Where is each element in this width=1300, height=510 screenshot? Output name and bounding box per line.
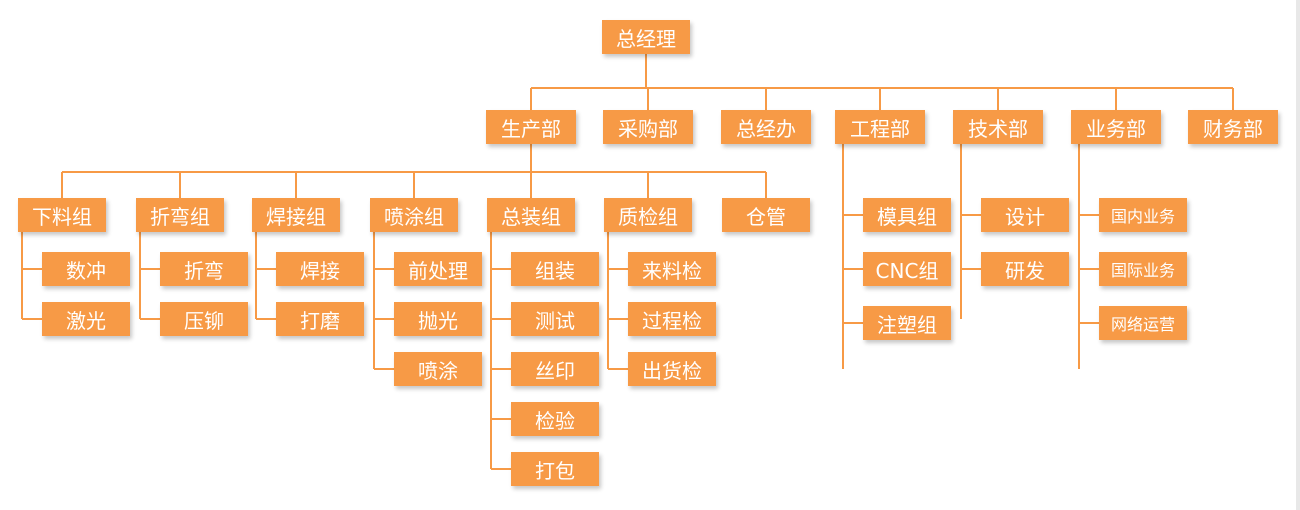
department-node: 总经办 xyxy=(721,110,811,144)
sub-item-node: 激光 xyxy=(42,302,130,336)
root-node-general-manager: 总经理 xyxy=(602,20,690,54)
sub-item-node: 网络运营 xyxy=(1099,306,1187,340)
sub-item-node: 压铆 xyxy=(160,302,248,336)
sub-item-node: 国内业务 xyxy=(1099,198,1187,232)
sub-item-node: 设计 xyxy=(981,198,1069,232)
production-group-node: 折弯组 xyxy=(136,198,224,232)
sub-item-node: 前处理 xyxy=(394,252,482,286)
sub-item-node: 组装 xyxy=(511,252,599,286)
production-group-node: 质检组 xyxy=(604,198,692,232)
department-node: 采购部 xyxy=(603,110,693,144)
production-group-node: 总装组 xyxy=(487,198,575,232)
production-group-node: 焊接组 xyxy=(252,198,340,232)
sub-item-node: 丝印 xyxy=(511,352,599,386)
sub-item-node: 注塑组 xyxy=(863,306,951,340)
department-node: 技术部 xyxy=(953,110,1043,144)
department-node: 生产部 xyxy=(486,110,576,144)
department-node: 财务部 xyxy=(1188,110,1278,144)
sub-item-node: 检验 xyxy=(511,402,599,436)
sub-item-node: 打包 xyxy=(511,452,599,486)
sub-item-node: 模具组 xyxy=(863,198,951,232)
sub-item-node: 数冲 xyxy=(42,252,130,286)
sub-item-node: 来料检 xyxy=(628,252,716,286)
department-node: 工程部 xyxy=(835,110,925,144)
sub-item-node: 抛光 xyxy=(394,302,482,336)
sub-item-node: 研发 xyxy=(981,252,1069,286)
sub-item-node: 过程检 xyxy=(628,302,716,336)
sub-item-node: 焊接 xyxy=(276,252,364,286)
department-node: 业务部 xyxy=(1071,110,1161,144)
sub-item-node: 喷涂 xyxy=(394,352,482,386)
sub-item-node: CNC组 xyxy=(863,252,951,286)
production-group-node: 下料组 xyxy=(18,198,106,232)
sub-item-node: 国际业务 xyxy=(1099,252,1187,286)
production-group-node: 喷涂组 xyxy=(370,198,458,232)
sub-item-node: 出货检 xyxy=(628,352,716,386)
scrollbar-edge xyxy=(1296,0,1300,510)
production-group-node: 仓管 xyxy=(722,198,810,232)
sub-item-node: 测试 xyxy=(511,302,599,336)
sub-item-node: 折弯 xyxy=(160,252,248,286)
sub-item-node: 打磨 xyxy=(276,302,364,336)
